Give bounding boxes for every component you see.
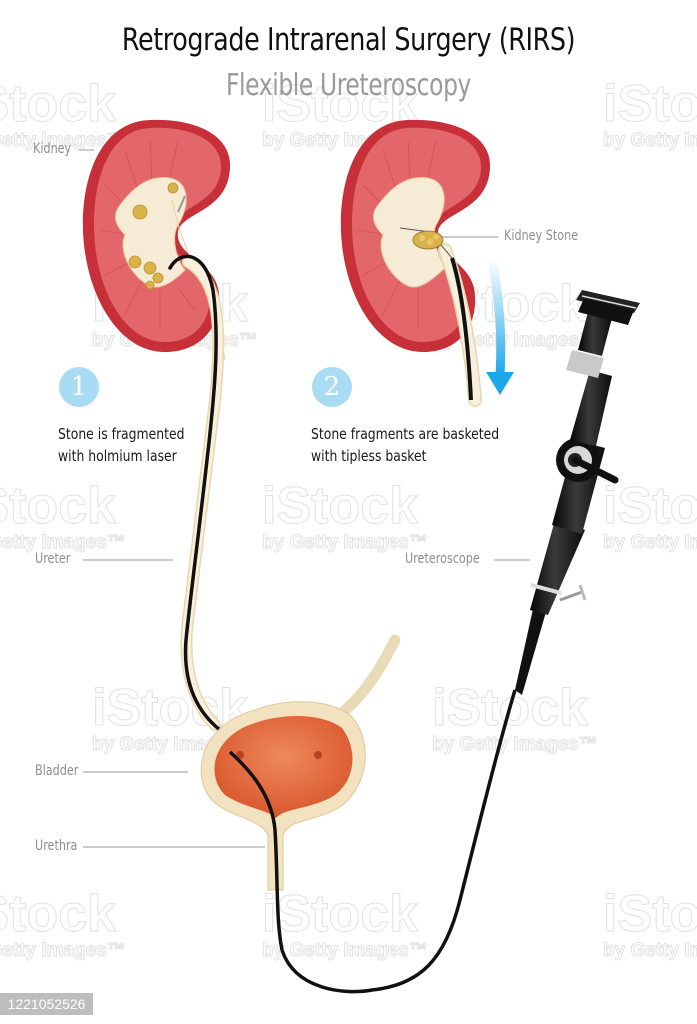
ureter-left bbox=[168, 254, 225, 732]
step-2-text: Stone fragments are basketed with tiples… bbox=[311, 423, 499, 467]
step-2-badge: 2 bbox=[312, 367, 352, 407]
step-2-line-1: Stone fragments are basketed bbox=[311, 425, 500, 443]
label-ureteroscope: Ureteroscope bbox=[405, 551, 480, 567]
kidney-1 bbox=[82, 119, 231, 361]
diagram-subtitle: Flexible Ureteroscopy bbox=[225, 68, 471, 103]
step-2-line-2: with tipless basket bbox=[311, 447, 427, 465]
label-kidney: Kidney bbox=[33, 141, 72, 157]
stock-id-badge: 1221052526 bbox=[0, 993, 93, 1015]
kidney-2 bbox=[340, 119, 491, 407]
ureteroscope bbox=[515, 290, 640, 695]
scope-cable bbox=[280, 689, 517, 994]
label-urethra: Urethra bbox=[35, 838, 78, 854]
step-1-line-2: with holmium laser bbox=[58, 447, 177, 465]
step-1-line-1: Stone is fragmented bbox=[58, 425, 185, 443]
label-kidney-stone: Kidney Stone bbox=[504, 228, 579, 244]
bladder bbox=[200, 634, 401, 951]
label-ureter: Ureter bbox=[35, 551, 71, 567]
step-1-badge: 1 bbox=[59, 367, 99, 407]
step-1-text: Stone is fragmented with holmium laser bbox=[58, 423, 184, 467]
diagram-title: Retrograde Intrarenal Surgery (RIRS) bbox=[121, 22, 576, 58]
extraction-arrow bbox=[486, 259, 514, 395]
label-bladder: Bladder bbox=[35, 763, 79, 779]
